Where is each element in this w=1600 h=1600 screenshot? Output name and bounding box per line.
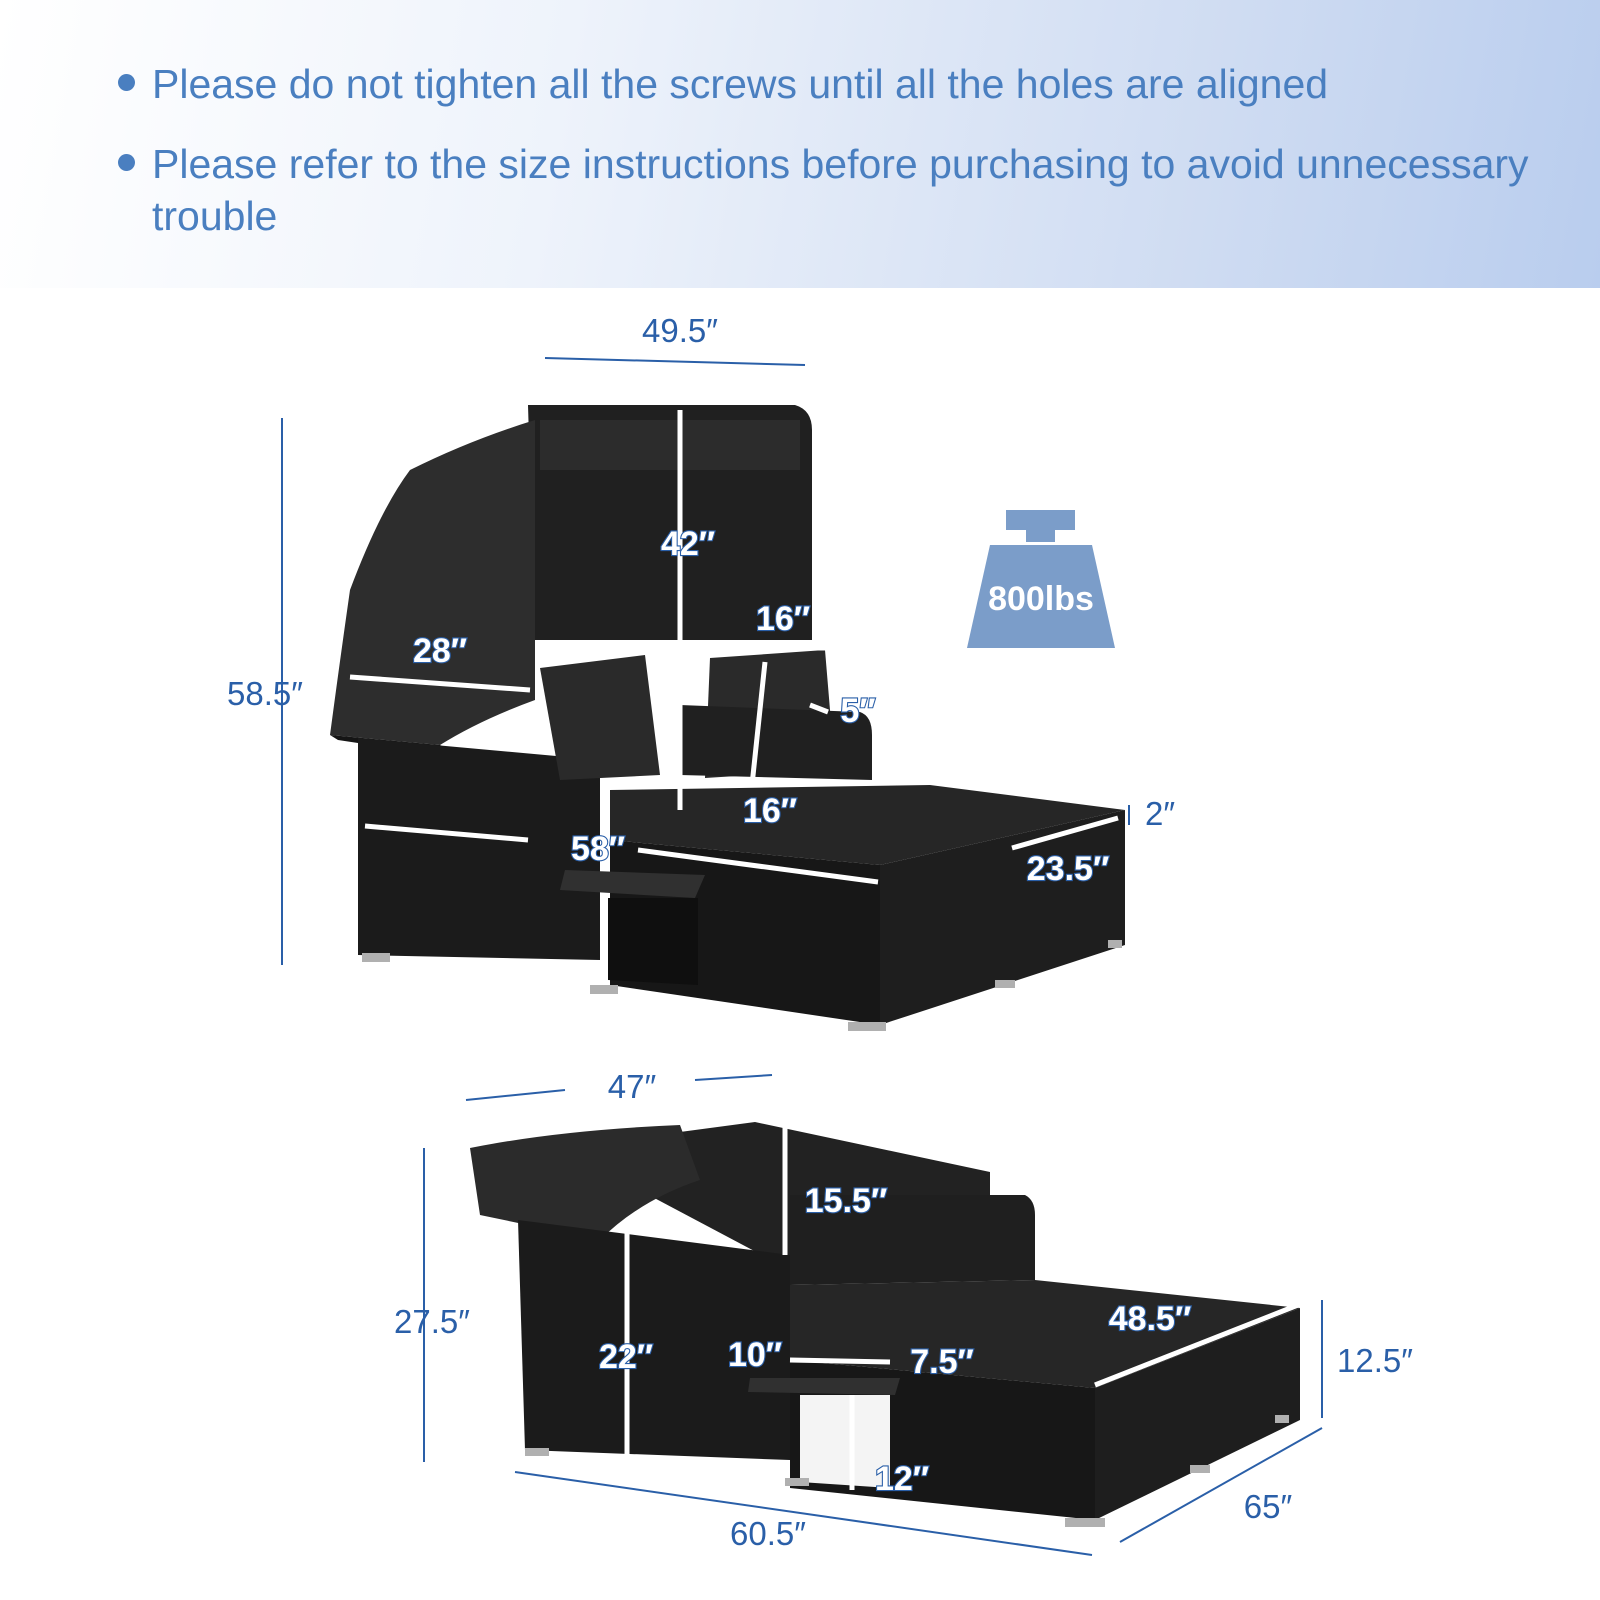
dim-table-width: 10″ bbox=[728, 1336, 782, 1374]
white-dimension-lines-bottom bbox=[624, 1122, 1299, 1490]
dim-backrest-height: 15.5″ bbox=[805, 1182, 887, 1220]
daybed-illustration-top bbox=[330, 405, 1125, 1031]
dim-pillow-width: 16″ bbox=[756, 600, 810, 638]
assembly-note-text: Please do not tighten all the screws unt… bbox=[152, 61, 1329, 107]
dim-overall-width: 49.5″ bbox=[642, 312, 718, 349]
dim-pillow-thickness: 5″ bbox=[840, 692, 875, 730]
dim-canopy-depth: 28″ bbox=[413, 632, 467, 670]
dim-canopy-height: 42″ bbox=[661, 525, 715, 563]
dim-seat-height: 12.5″ bbox=[1337, 1342, 1413, 1379]
dimension-lines-top bbox=[281, 357, 1130, 965]
bullet-icon bbox=[118, 154, 135, 171]
dim-seat-depth: 23.5″ bbox=[1027, 850, 1109, 888]
dim-table-depth: 7.5″ bbox=[910, 1343, 974, 1381]
dim-pillow-height: 16″ bbox=[743, 792, 797, 830]
dim-seat-width: 58″ bbox=[571, 830, 625, 868]
dim-overall-length: 60.5″ bbox=[730, 1515, 806, 1552]
dim-armrest-height: 22″ bbox=[599, 1338, 653, 1376]
dim-seat-length: 48.5″ bbox=[1109, 1300, 1191, 1338]
instructions-header: Please do not tighten all the screws unt… bbox=[0, 0, 1600, 288]
dim-canopy-width: 47″ bbox=[608, 1068, 657, 1105]
size-note-text: Please refer to the size instructions be… bbox=[152, 141, 1529, 239]
white-dimension-lines-top bbox=[349, 410, 1119, 885]
dim-overall-height: 58.5″ bbox=[227, 675, 303, 712]
dim-overall-depth: 65″ bbox=[1244, 1488, 1293, 1525]
assembly-note: Please do not tighten all the screws unt… bbox=[118, 58, 1538, 110]
bullet-icon bbox=[118, 74, 135, 91]
dimension-lines-bottom bbox=[423, 1074, 1323, 1556]
dim-table-height: 12″ bbox=[875, 1460, 929, 1498]
weight-capacity-label: 800lbs bbox=[988, 580, 1094, 618]
dim-folded-height: 27.5″ bbox=[394, 1303, 470, 1340]
dim-cushion-thickness: 2″ bbox=[1145, 795, 1175, 832]
weight-capacity-icon: 800lbs bbox=[967, 510, 1115, 648]
size-note: Please refer to the size instructions be… bbox=[118, 138, 1538, 242]
daybed-illustration-bottom bbox=[470, 1122, 1300, 1527]
